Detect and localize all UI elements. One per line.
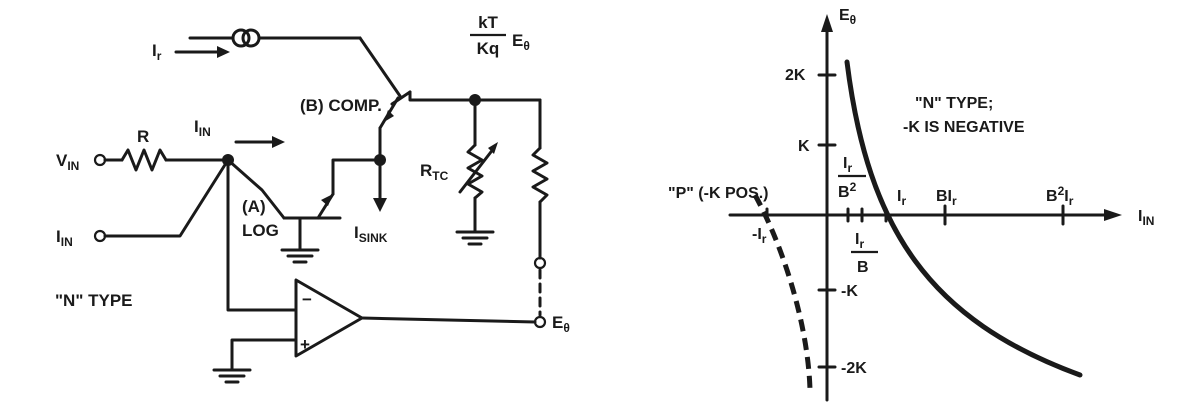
log-label: LOG <box>242 221 279 240</box>
comp-base <box>390 90 412 106</box>
n-type-annotation-1: "N" TYPE; <box>915 95 993 112</box>
log-label-a: (A) <box>242 197 266 216</box>
comp-label: (B) COMP. <box>300 96 382 115</box>
sink-label: ISINK <box>354 223 388 245</box>
iin-current-label: IIN <box>194 117 211 139</box>
kt-label: kT <box>478 13 498 32</box>
gain-e-label: Eθ <box>512 31 530 53</box>
frac-ir-b2-den: B2 <box>838 180 857 201</box>
sink-arrow <box>373 198 387 212</box>
y-tick-label-2k: 2K <box>785 67 806 84</box>
x-tick-label-neg-ir: -Ir <box>752 226 767 246</box>
transfer-graph: Eθ IIN 2K K -K -2K Ir BIr B2Ir -Ir Ir B2… <box>668 7 1154 402</box>
load-terminal <box>533 256 547 270</box>
comp-collector <box>358 36 402 98</box>
frac-ir-b-num: Ir <box>855 231 864 251</box>
rtc-label: RTC <box>420 161 449 183</box>
x-tick-label-b2ir: B2Ir <box>1046 184 1074 208</box>
rtc-variable-arrow <box>488 142 498 154</box>
frac-ir-b2-num: Ir <box>843 155 852 175</box>
wire-node-log <box>226 158 286 220</box>
y-tick-label-neg-k: -K <box>841 283 858 300</box>
wire-plus-ground <box>230 338 298 372</box>
y-axis-label: Eθ <box>839 7 856 27</box>
rtc-variable-line <box>458 146 496 194</box>
log-emitter-arrow <box>321 194 333 206</box>
x-axis-arrow <box>1104 209 1122 221</box>
current-source-a <box>231 28 251 48</box>
current-source-b <box>241 28 261 48</box>
opamp-plus-label: + <box>300 335 310 354</box>
kq-label: Kq <box>477 39 500 58</box>
p-type-curve <box>752 193 813 391</box>
ir-label: Ir <box>152 41 162 63</box>
vin-label: VIN <box>56 151 79 173</box>
output-e-label: Eθ <box>552 313 570 335</box>
n-type-annotation-2: -K IS NEGATIVE <box>903 119 1025 136</box>
y-tick-label-neg-2k: -2K <box>841 360 867 377</box>
n-type-label: "N" TYPE <box>55 291 133 310</box>
ir-arrow-head <box>217 46 230 58</box>
circuit-schematic: VIN IIN R IIN Ir (A) LOG (B) COMP. ISINK… <box>55 13 570 384</box>
n-type-curve <box>844 59 1083 378</box>
x-tick-label-bir: BIr <box>936 188 957 208</box>
opamp-minus-label: − <box>302 290 312 309</box>
iin-arrow-head <box>272 136 285 148</box>
iin-source-label: IIN <box>56 227 73 249</box>
wire-iin <box>103 158 230 238</box>
wire-opamp-out <box>360 316 537 324</box>
opamp <box>294 278 364 358</box>
frac-ir-b-den: B <box>857 259 869 276</box>
resistor-r-label: R <box>137 127 149 146</box>
comp-emitter-arrow <box>384 110 394 122</box>
y-tick-label-k: K <box>798 138 810 155</box>
wire-comp-out <box>408 90 477 102</box>
wire-log-sink <box>331 158 382 196</box>
load-resistor <box>531 146 549 204</box>
x-tick-label-ir: Ir <box>897 188 906 208</box>
wire-node-minus <box>226 158 298 312</box>
y-axis-arrow <box>821 14 833 32</box>
resistor-r <box>120 148 168 172</box>
p-type-annotation: "P" (-K POS.) <box>668 185 769 202</box>
x-axis-label: IIN <box>1138 208 1154 228</box>
